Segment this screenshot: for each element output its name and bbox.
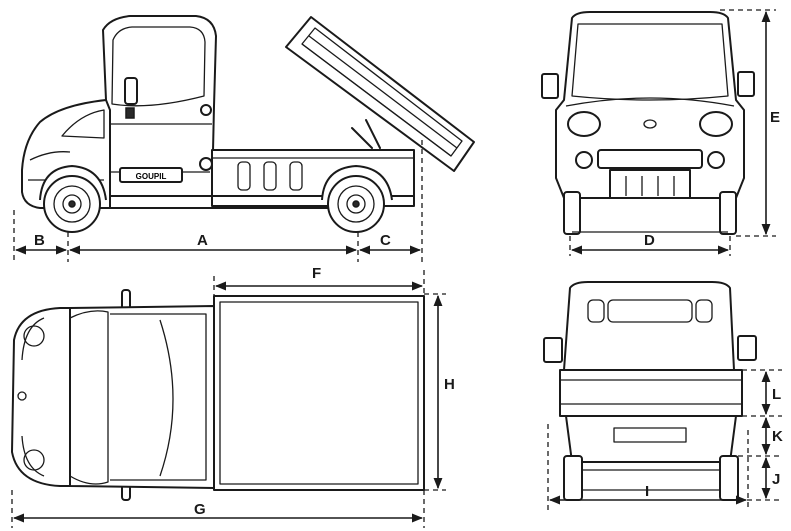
rear-wheel <box>321 165 393 233</box>
dim-label-b: B <box>34 232 45 249</box>
rear-dimensions <box>547 369 782 510</box>
dim-label-e: E <box>770 109 780 126</box>
side-dimensions <box>13 140 423 262</box>
dim-label-j: J <box>772 471 780 488</box>
dim-label-k: K <box>772 428 783 445</box>
top-view <box>11 289 425 501</box>
front-view <box>541 11 755 235</box>
dim-label-d: D <box>644 232 655 249</box>
dim-label-i: I <box>645 483 649 500</box>
rear-view <box>543 281 757 501</box>
tipping-bed <box>285 16 475 172</box>
front-dimensions <box>569 9 776 256</box>
dim-label-a: A <box>197 232 208 249</box>
dim-label-l: L <box>772 386 781 403</box>
dim-label-c: C <box>380 232 391 249</box>
side-view: GOUPIL <box>21 15 475 233</box>
side-badge: GOUPIL <box>136 172 167 181</box>
dim-label-f: F <box>312 265 321 282</box>
top-dimensions <box>11 270 446 528</box>
dim-label-h: H <box>444 376 455 393</box>
front-wheel <box>39 165 107 233</box>
dim-label-g: G <box>194 501 206 518</box>
cab: GOUPIL <box>102 15 217 197</box>
